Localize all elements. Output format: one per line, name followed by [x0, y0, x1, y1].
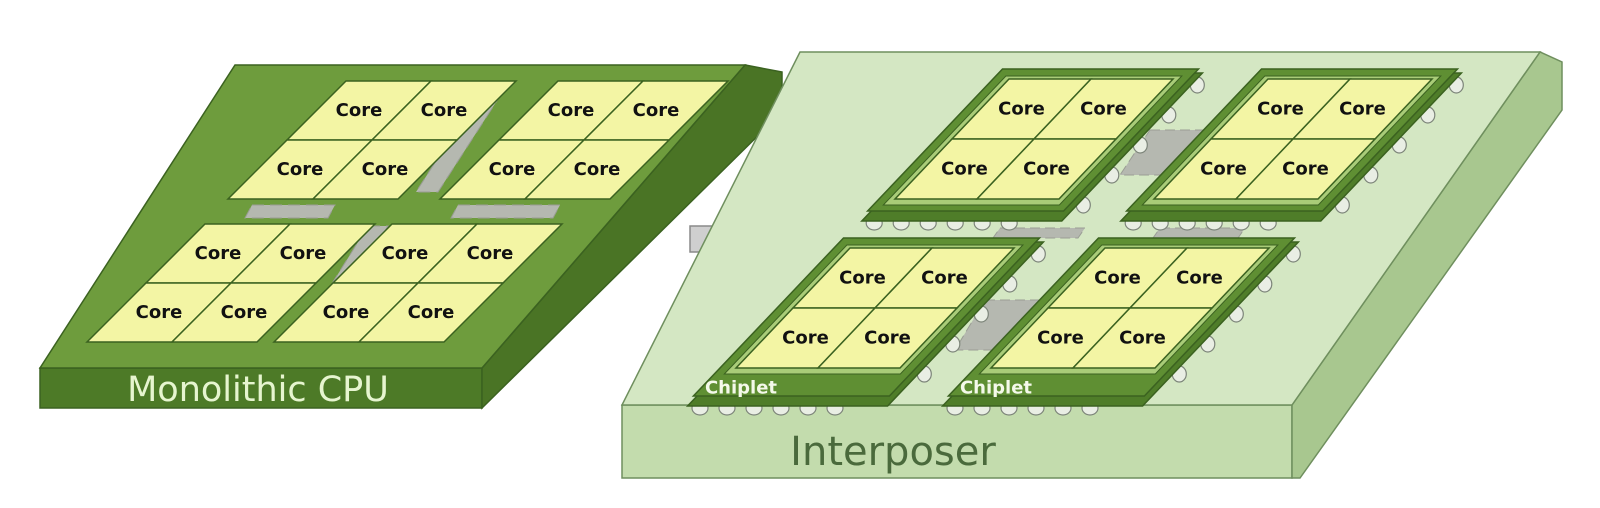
core-label: Core: [574, 159, 621, 180]
core-cell: [816, 307, 959, 369]
core-label: Core: [1119, 328, 1166, 349]
core-label: Core: [1023, 159, 1070, 180]
core-label: Core: [323, 302, 370, 323]
interposer-label: Interposer: [790, 429, 996, 475]
interconnect-link: [244, 204, 336, 219]
core-label: Core: [195, 243, 242, 264]
core-label: Core: [489, 159, 536, 180]
core-cell: [311, 139, 459, 200]
core-block: Core: [816, 307, 959, 369]
interconnect-link: [1152, 227, 1246, 239]
core-block: Core: [523, 139, 671, 200]
core-label: Core: [1176, 268, 1223, 289]
core-label: Core: [277, 159, 324, 180]
core-label: Core: [1094, 268, 1141, 289]
core-block: Core: [1209, 78, 1352, 140]
core-label: Core: [941, 159, 988, 180]
core-block: Core: [989, 307, 1132, 369]
core-block: Core: [950, 78, 1093, 140]
chiplet-label: Chiplet: [960, 378, 1032, 399]
core-block: Core: [1291, 78, 1434, 140]
core-block: Core: [85, 282, 233, 343]
core-label: Core: [1257, 99, 1304, 120]
core-label: Core: [136, 302, 183, 323]
core-cell: [1071, 307, 1214, 369]
core-block: Core: [357, 282, 505, 343]
core-label: Core: [548, 100, 595, 121]
core-block: Core: [1128, 247, 1271, 309]
core-label: Core: [1200, 159, 1247, 180]
core-label: Core: [998, 99, 1045, 120]
core-label: Core: [1037, 328, 1084, 349]
core-block: Core: [975, 138, 1118, 200]
core-label: Core: [782, 328, 829, 349]
core-label: Core: [362, 159, 409, 180]
core-cell: [170, 282, 318, 343]
interconnect-link: [992, 227, 1086, 239]
core-label: Core: [1080, 99, 1127, 120]
core-block: Core: [170, 282, 318, 343]
core-block: Core: [226, 139, 374, 200]
core-label: Core: [839, 268, 886, 289]
core-block: Core: [311, 139, 459, 200]
core-label: Core: [864, 328, 911, 349]
core-label: Core: [921, 268, 968, 289]
core-cell: [523, 139, 671, 200]
core-label: Core: [382, 243, 429, 264]
core-block: Core: [1234, 138, 1377, 200]
core-cell: [357, 282, 505, 343]
core-block: Core: [438, 139, 586, 200]
core-block: Core: [1071, 307, 1214, 369]
core-label: Core: [336, 100, 383, 121]
core-cell: [975, 138, 1118, 200]
core-label: Core: [633, 100, 680, 121]
interconnect-link: [450, 204, 561, 219]
core-label: Core: [1282, 159, 1329, 180]
core-label: Core: [408, 302, 455, 323]
chiplet-label: Chiplet: [705, 378, 777, 399]
core-cell: [1234, 138, 1377, 200]
core-label: Core: [467, 243, 514, 264]
core-label: Core: [421, 100, 468, 121]
core-block: Core: [272, 282, 420, 343]
interconnect-link: [415, 95, 501, 193]
monolithic-cpu-label: Monolithic CPU: [127, 370, 389, 410]
core-label: Core: [221, 302, 268, 323]
core-block: Core: [1032, 78, 1175, 140]
core-label: Core: [1339, 99, 1386, 120]
core-label: Core: [280, 243, 327, 264]
